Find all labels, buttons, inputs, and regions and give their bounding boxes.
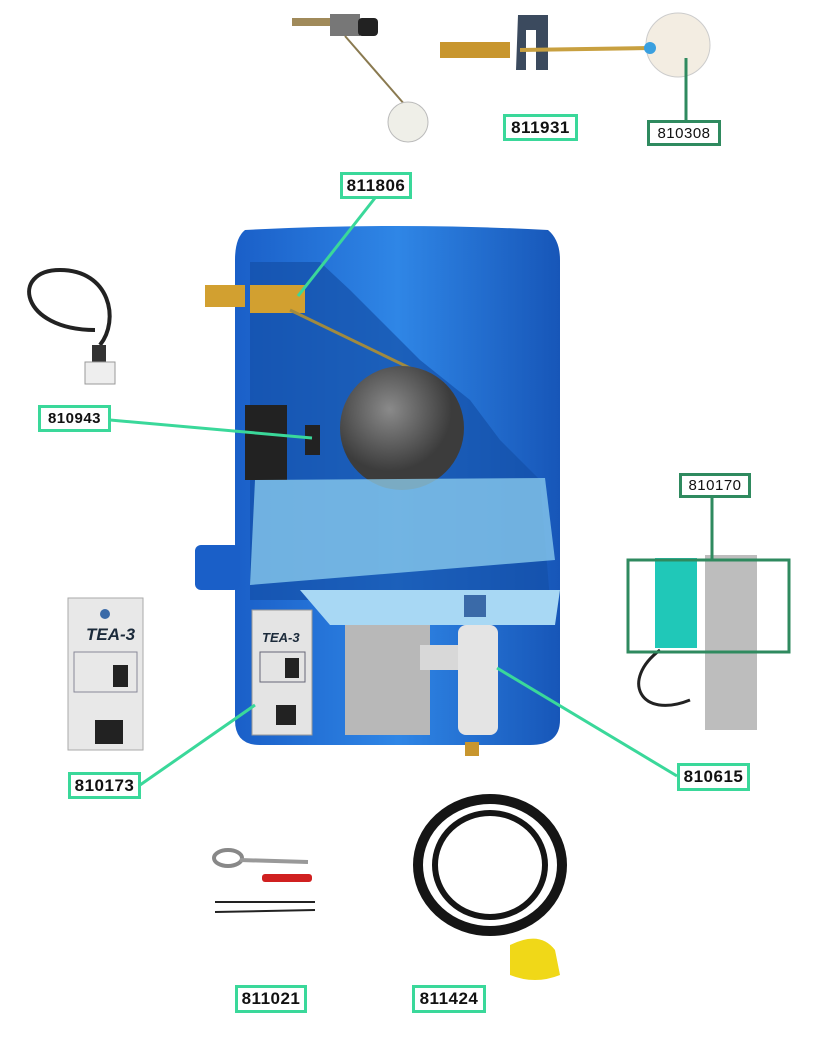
leader-lines [109, 58, 791, 787]
panel-model-label: TEA-3 [86, 625, 136, 644]
float-valve-811931-image [440, 12, 711, 78]
control-panel-810173-image [67, 597, 144, 751]
tank-image [195, 226, 560, 756]
float-valve-811806-image [292, 14, 429, 143]
part-label-810308: 810308 [647, 120, 721, 146]
part-label-810943: 810943 [38, 405, 111, 432]
solenoid-valve-810170-image [637, 555, 757, 730]
part-label-810173: 810173 [68, 772, 141, 799]
level-sensor-810943-image [27, 267, 116, 385]
tools-811021-image [212, 848, 316, 913]
panel-model-label-tank: TEA-3 [262, 630, 300, 645]
part-label-811021: 811021 [235, 985, 307, 1013]
part-label-811931: 811931 [503, 114, 578, 141]
part-label-810615: 810615 [677, 763, 750, 791]
part-label-811424: 811424 [412, 985, 486, 1013]
part-label-811806: 811806 [340, 172, 412, 199]
part-label-810170: 810170 [679, 473, 751, 498]
float-switch-811424-image [413, 794, 567, 980]
